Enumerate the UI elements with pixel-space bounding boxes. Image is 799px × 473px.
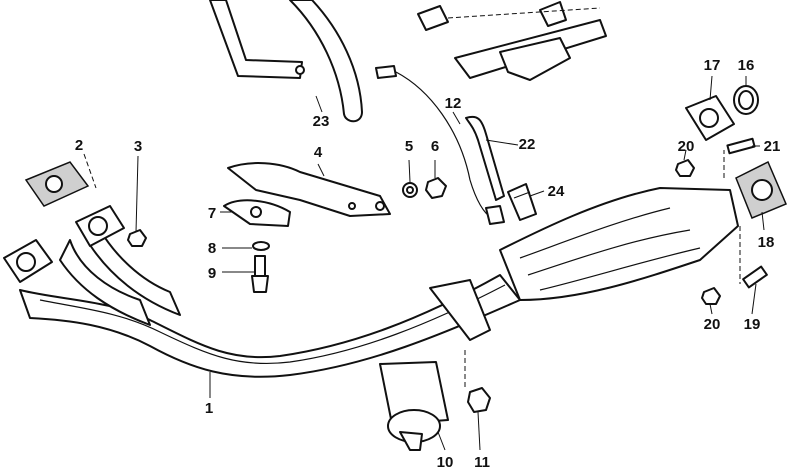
sealing-ring xyxy=(733,85,759,115)
nut-20-lower xyxy=(701,287,721,305)
callout-22: 22 xyxy=(519,136,536,153)
callout-21: 21 xyxy=(764,138,781,155)
callout-20-lower: 20 xyxy=(704,316,721,333)
leader-lines xyxy=(83,75,765,451)
callout-7: 7 xyxy=(208,205,216,222)
callout-17: 17 xyxy=(704,57,721,74)
nut-11 xyxy=(467,387,491,413)
cross-member xyxy=(417,1,607,81)
bolt-19 xyxy=(742,265,768,289)
callout-1: 1 xyxy=(205,400,213,417)
callout-20-upper: 20 xyxy=(678,138,695,155)
callout-24: 24 xyxy=(548,183,565,200)
callout-9: 9 xyxy=(208,265,216,282)
oxygen-sensor xyxy=(375,65,505,225)
callout-3: 3 xyxy=(134,138,142,155)
callout-5: 5 xyxy=(405,138,413,155)
callout-19: 19 xyxy=(744,316,761,333)
nut-6 xyxy=(425,177,447,199)
bolt-21 xyxy=(726,137,756,155)
washer-8 xyxy=(252,241,270,251)
manifold-gasket xyxy=(24,161,90,207)
sensor-clip xyxy=(507,183,537,221)
callout-23: 23 xyxy=(313,113,330,130)
rubber-mount xyxy=(379,361,449,451)
callout-10: 10 xyxy=(437,454,454,471)
washer-5 xyxy=(402,182,418,198)
bolt-9 xyxy=(251,255,269,293)
manifold-flange-left xyxy=(3,239,53,283)
pipe-clamp xyxy=(223,199,291,227)
outlet-flange xyxy=(735,160,787,219)
pipe-bracket xyxy=(227,162,391,217)
catalytic-converter xyxy=(429,187,739,341)
callout-12: 12 xyxy=(445,95,462,112)
protective-sleeve xyxy=(465,115,505,201)
callout-6: 6 xyxy=(431,138,439,155)
nut-20-upper xyxy=(675,159,695,177)
callout-8: 8 xyxy=(208,240,216,257)
connection-flange xyxy=(685,95,735,141)
nut-3 xyxy=(127,229,147,247)
callout-4: 4 xyxy=(314,144,323,161)
callout-2: 2 xyxy=(75,137,83,154)
heat-shield-bracket xyxy=(209,0,363,123)
callout-labels: 1 2 3 4 5 6 7 8 9 10 11 12 16 17 18 19 2… xyxy=(75,57,781,471)
manifold-flange-right xyxy=(75,205,125,247)
callout-16: 16 xyxy=(738,57,755,74)
callout-18: 18 xyxy=(758,234,775,251)
callout-11: 11 xyxy=(474,454,490,471)
